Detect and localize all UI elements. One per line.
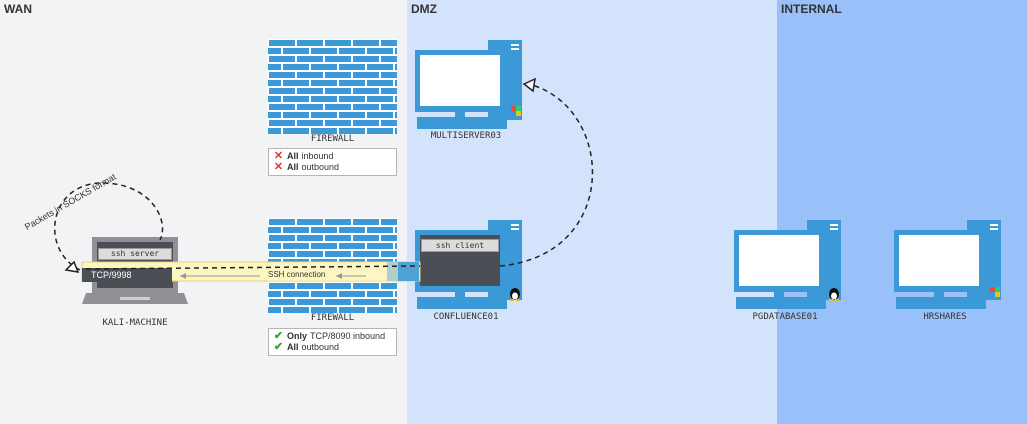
- allow-icon: ✔: [273, 330, 284, 342]
- rule-text: inbound: [301, 151, 334, 161]
- linux-icon: [510, 288, 520, 301]
- deny-icon: ✕: [273, 161, 284, 173]
- rule-row: ✕ All outbound: [273, 162, 392, 173]
- rule-row: ✕ All inbound: [273, 151, 392, 162]
- internal-zone-label: INTERNAL: [781, 2, 842, 16]
- ssh-tunnel: [81, 261, 421, 282]
- rule-row: ✔ Only TCP/8090 inbound: [273, 331, 392, 342]
- firewall-2-caption: FIREWALL: [310, 313, 355, 323]
- linux-icon: [829, 288, 839, 301]
- confluence-caption: CONFLUENCE01: [433, 312, 499, 322]
- ssh-connection-label: SSH connection: [268, 270, 326, 279]
- rule-bold: All: [287, 162, 299, 172]
- rule-bold: All: [287, 342, 299, 352]
- kali-port-label: TCP/9998: [91, 270, 132, 280]
- dmz-zone-label: DMZ: [411, 2, 437, 16]
- kali-caption: KALI-MACHINE: [102, 318, 168, 328]
- ssh-server-chip: ssh server: [98, 248, 172, 260]
- firewall-1-caption: FIREWALL: [310, 134, 355, 144]
- pgdatabase-desktop-icon: [734, 220, 841, 309]
- rule-bold: All: [287, 151, 299, 161]
- ssh-client-chip: ssh client: [421, 239, 499, 252]
- pivot-arc-arrow: [499, 84, 594, 267]
- firewall-1-rules: ✕ All inbound ✕ All outbound: [268, 148, 397, 176]
- internal-zone: INTERNAL: [777, 0, 1027, 424]
- rule-text: outbound: [301, 342, 340, 352]
- hrshares-desktop-icon: [894, 220, 1001, 309]
- firewall-2-rules: ✔ Only TCP/8090 inbound ✔ All outbound: [268, 328, 397, 356]
- allow-icon: ✔: [273, 341, 284, 353]
- confluence-desktop-icon: [415, 220, 522, 309]
- rule-text: TCP/8090 inbound: [310, 331, 386, 341]
- rule-text: outbound: [301, 162, 340, 172]
- firewall-1-icon: [268, 39, 397, 134]
- multiserver-desktop-icon: [415, 40, 522, 129]
- rule-row: ✔ All outbound: [273, 342, 392, 353]
- hrshares-caption: HRSHARES: [923, 312, 967, 322]
- rule-bold: Only: [287, 331, 308, 341]
- multiserver-caption: MULTISERVER03: [430, 131, 502, 141]
- deny-icon: ✕: [273, 150, 284, 162]
- pgdatabase-caption: PGDATABASE01: [752, 312, 818, 322]
- windows-icon: [990, 287, 1000, 297]
- wan-zone-label: WAN: [4, 2, 32, 16]
